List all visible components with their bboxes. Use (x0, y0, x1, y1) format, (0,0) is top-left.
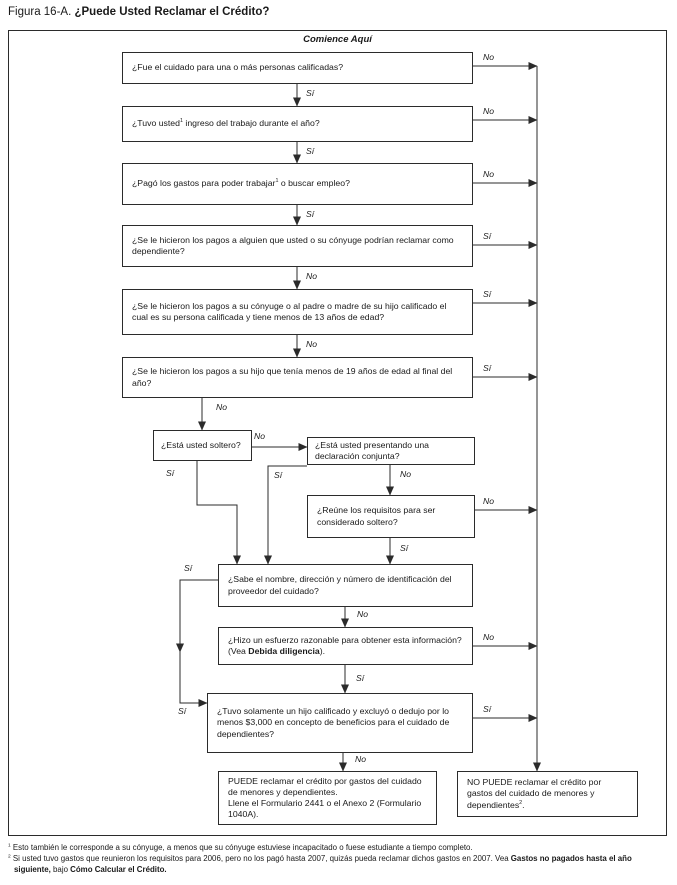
result-can-claim-credit: PUEDE reclamar el crédito por gastos del… (218, 771, 437, 825)
edge-label-q10-si-upper: Sí (184, 563, 193, 573)
box-text: ¿Tuvo solamente un hijo calificado y exc… (217, 706, 450, 739)
box-text: ¿Se le hicieron los pagos a su cónyuge o… (132, 300, 447, 322)
edge-label-q12-no: No (355, 754, 366, 764)
box-text: ¿Pagó los gastos para poder trabajar1 o … (132, 178, 350, 189)
edge-label-q4-si: Sí (483, 231, 492, 241)
figure-title: ¿Puede Usted Reclamar el Crédito? (74, 6, 270, 18)
edge-label-q9-si: Sí (400, 543, 409, 553)
edge-label-q12-si: Sí (483, 704, 492, 714)
edge-label-q11-no: No (483, 632, 494, 642)
box-considered-unmarried: ¿Reúne los requisitos para ser considera… (307, 495, 475, 538)
edge-label-q1-si: Sí (306, 88, 315, 98)
edge-label-q10-no: No (357, 609, 368, 619)
edge-label-q5-no: No (306, 339, 317, 349)
start-here-label: Comience Aquí (303, 34, 372, 45)
result-form-text: Llene el Formulario 2441 o el Anexo 2 (F… (228, 798, 422, 820)
box-care-for-qualified-persons: ¿Fue el cuidado para una o más personas … (122, 52, 473, 84)
footnotes: 1 Esto también le corresponde a su cónyu… (8, 842, 650, 876)
box-reasonable-effort: ¿Hizo un esfuerzo razonable para obtener… (218, 627, 473, 665)
box-text: ¿Se le hicieron los pagos a su hijo que … (132, 366, 453, 388)
edge-label-q7-no: No (254, 431, 265, 441)
box-excluded-3000-benefits: ¿Tuvo solamente un hijo calificado y exc… (207, 693, 473, 753)
edge-label-q11-si: Sí (356, 673, 365, 683)
edge-label-q3-si: Sí (306, 209, 315, 219)
flowchart-border (8, 30, 667, 836)
box-provider-information: ¿Sabe el nombre, dirección y número de i… (218, 564, 473, 607)
edge-label-q6-si: Sí (483, 363, 492, 373)
box-text: ¿Está usted soltero? (161, 439, 241, 450)
edge-label-q3-no: No (483, 169, 494, 179)
box-payments-to-dependent: ¿Se le hicieron los pagos a alguien que … (122, 225, 473, 267)
edge-label-q8-no: No (400, 469, 411, 479)
box-payments-to-child-under-19: ¿Se le hicieron los pagos a su hijo que … (122, 357, 473, 398)
figure-label: Figura 16-A. (8, 6, 72, 18)
result-cannot-claim-credit: NO PUEDE reclamar el crédito por gastos … (457, 771, 638, 817)
result-text: PUEDE reclamar el crédito por gastos del… (228, 775, 422, 797)
footnote-2: 2 Si usted tuvo gastos que reunieron los… (8, 854, 632, 875)
edge-label-q4-no: No (306, 271, 317, 281)
box-are-you-single: ¿Está usted soltero? (153, 430, 252, 461)
result-text: NO PUEDE reclamar el crédito por gastos … (467, 777, 602, 810)
edge-label-q8-si: Sí (274, 470, 283, 480)
edge-label-q6-no: No (216, 402, 227, 412)
box-text: ¿Está usted presentando una declaración … (315, 439, 429, 461)
figure-heading: Figura 16-A. ¿Puede Usted Reclamar el Cr… (8, 6, 269, 18)
box-text: ¿Sabe el nombre, dirección y número de i… (228, 574, 452, 596)
box-text: ¿Fue el cuidado para una o más personas … (132, 62, 344, 73)
edge-label-q7-si: Sí (166, 468, 175, 478)
box-text: ¿Reúne los requisitos para ser considera… (317, 505, 436, 527)
footnote-1: 1 Esto también le corresponde a su cónyu… (8, 843, 473, 852)
box-text: ¿Hizo un esfuerzo razonable para obtener… (228, 634, 462, 656)
box-text: ¿Se le hicieron los pagos a alguien que … (132, 234, 454, 256)
box-text: ¿Tuvo usted1 ingreso del trabajo durante… (132, 118, 320, 129)
box-expenses-to-work: ¿Pagó los gastos para poder trabajar1 o … (122, 163, 473, 205)
box-earned-income: ¿Tuvo usted1 ingreso del trabajo durante… (122, 106, 473, 142)
box-payments-to-spouse-or-parent: ¿Se le hicieron los pagos a su cónyuge o… (122, 289, 473, 335)
box-joint-return: ¿Está usted presentando una declaración … (307, 437, 475, 465)
edge-label-q10-si-lower: Sí (178, 706, 187, 716)
edge-label-q1-no: No (483, 52, 494, 62)
edge-label-q2-no: No (483, 106, 494, 116)
edge-label-q2-si: Sí (306, 146, 315, 156)
edge-label-q5-si: Sí (483, 289, 492, 299)
edge-label-q9-no: No (483, 496, 494, 506)
